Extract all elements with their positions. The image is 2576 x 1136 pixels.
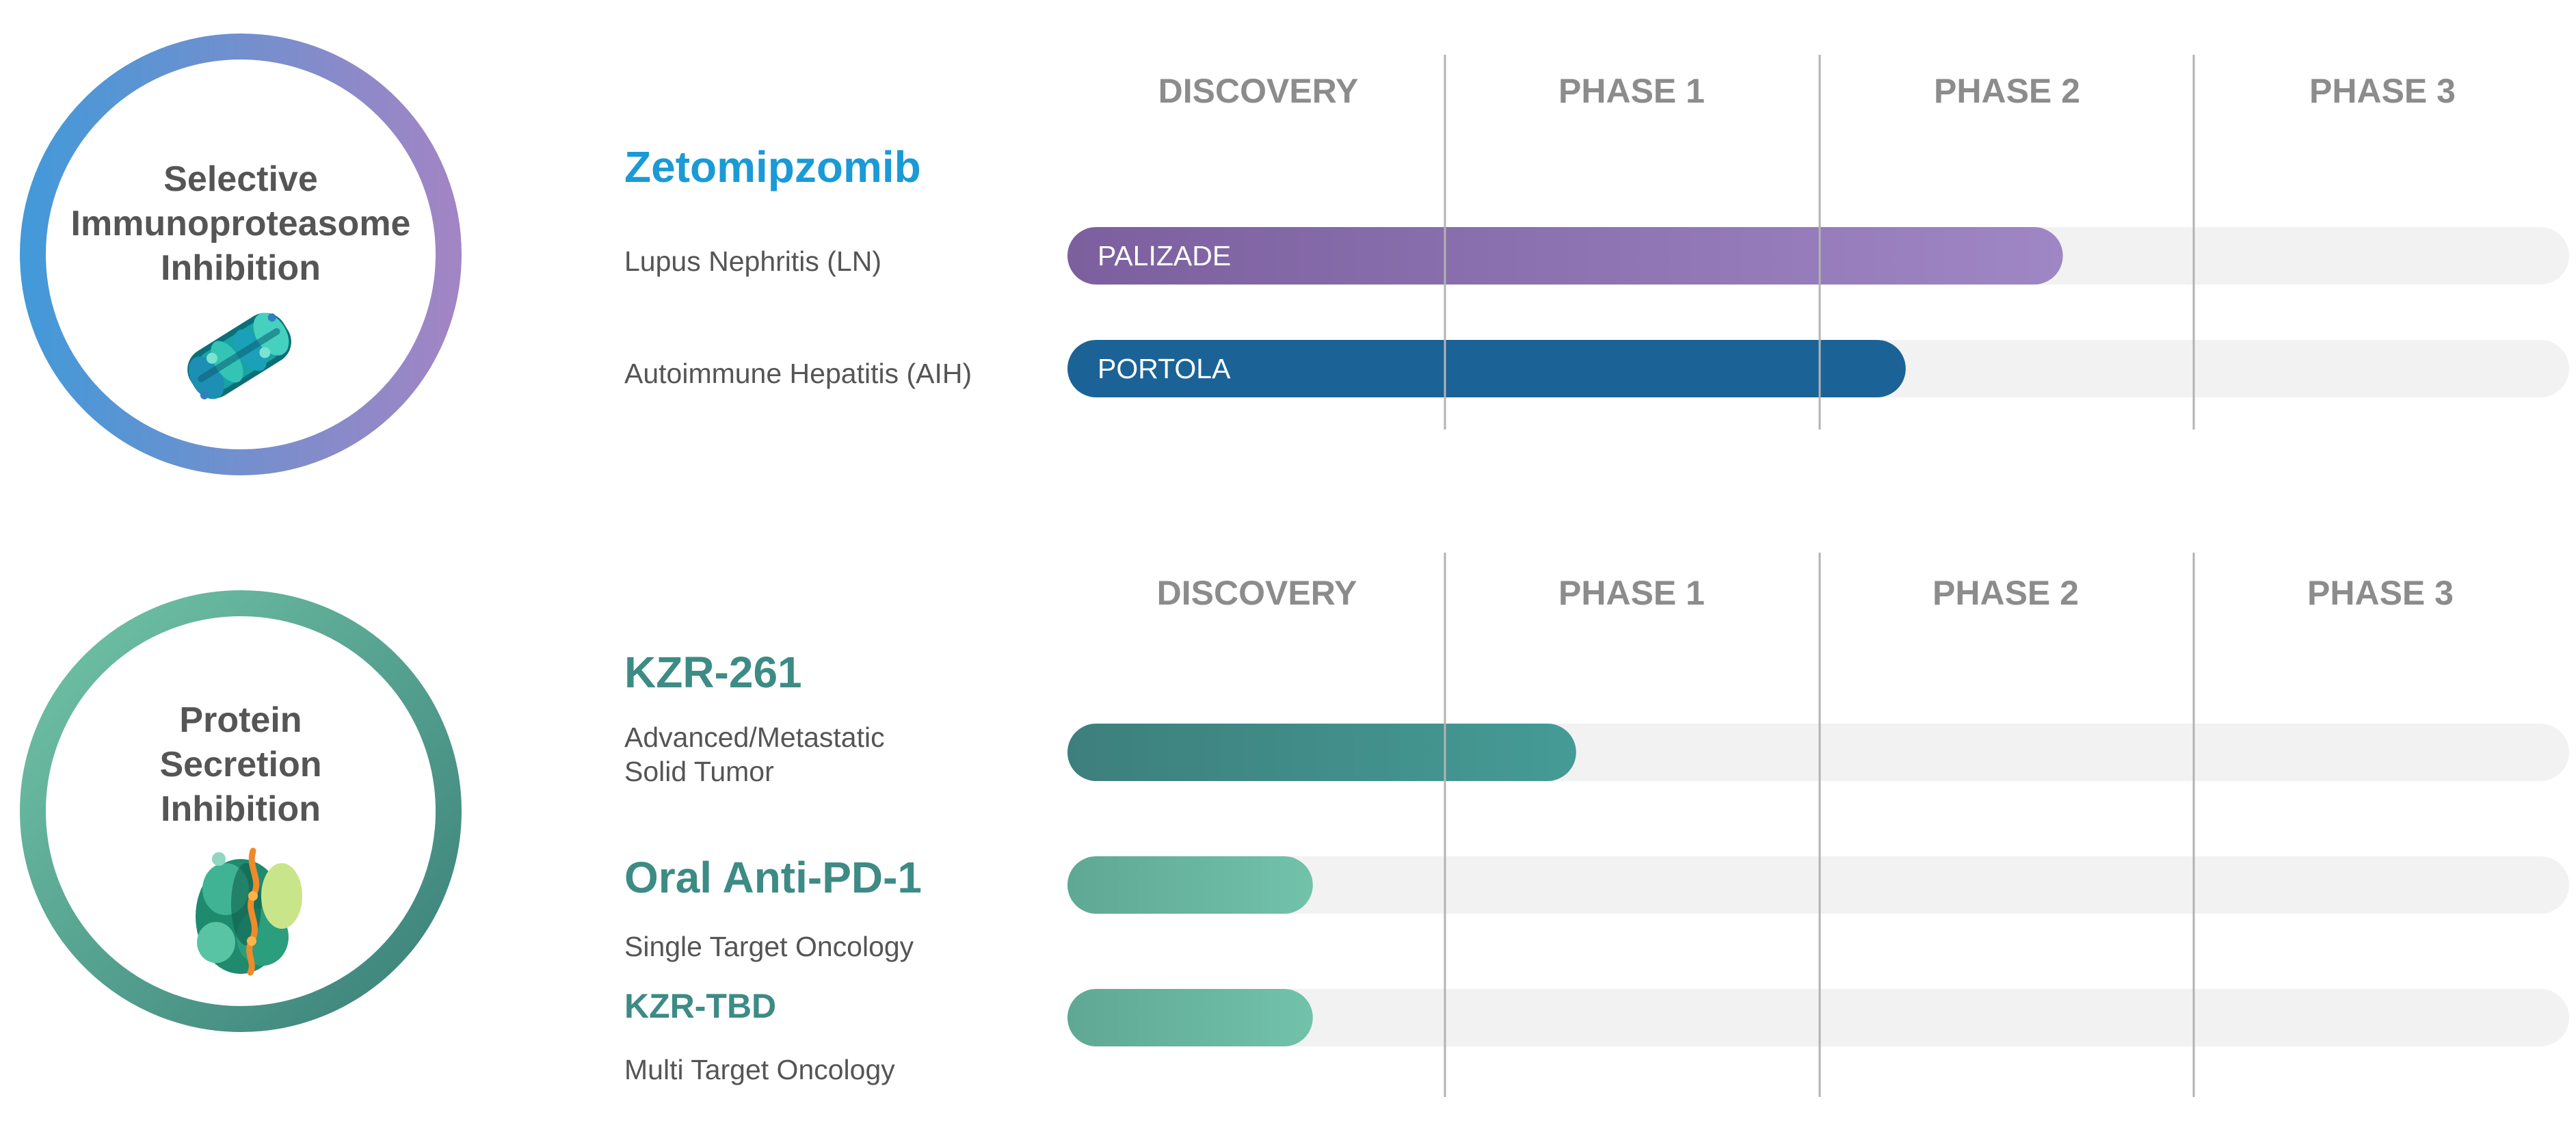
trial-label: PALIZADE <box>1098 240 1231 272</box>
progress-bar <box>1067 724 1576 781</box>
platform-ring <box>20 34 462 475</box>
progress-bar <box>1067 227 2063 285</box>
phase-header: PHASE 1 <box>1558 574 1705 612</box>
indication-label: Single Target Oncology <box>624 931 914 962</box>
platform-title-line: Inhibition <box>161 789 321 829</box>
indication-label: Advanced/Metastatic <box>624 722 885 753</box>
trial-label: PORTOLA <box>1098 353 1231 384</box>
program-name: KZR-TBD <box>624 987 776 1025</box>
platform-title-line: Immunoproteasome <box>71 204 411 243</box>
indication-label: Solid Tumor <box>624 756 774 787</box>
progress-bar <box>1067 856 1313 914</box>
program-name: Oral Anti-PD-1 <box>624 853 922 902</box>
phase-header: DISCOVERY <box>1157 574 1357 612</box>
program-name: KZR-261 <box>624 648 802 697</box>
protein-structure-icon <box>196 847 302 976</box>
proteasome-molecule-icon <box>187 313 291 399</box>
phase-header: PHASE 1 <box>1558 72 1705 110</box>
progress-bar <box>1067 989 1313 1046</box>
indication-label: Lupus Nephritis (LN) <box>624 246 881 277</box>
phase-header: PHASE 3 <box>2307 574 2454 612</box>
phase-header: DISCOVERY <box>1158 72 1359 110</box>
phase-header: PHASE 2 <box>1933 574 2079 612</box>
section-protein-secretion: Protein Secretion Inhibition DISCOVERY P… <box>20 553 2569 1097</box>
platform-title-line: Secretion <box>160 745 322 784</box>
indication-label: Multi Target Oncology <box>624 1054 895 1085</box>
platform-title-line: Protein <box>179 700 302 740</box>
indication-label: Autoimmune Hepatitis (AIH) <box>624 358 972 389</box>
phase-header: PHASE 2 <box>1934 72 2080 110</box>
platform-title-line: Inhibition <box>161 248 321 288</box>
program-name: Zetomipzomib <box>624 142 921 191</box>
platform-ring <box>20 590 462 1032</box>
phase-header: PHASE 3 <box>2309 72 2456 110</box>
platform-title-line: Selective <box>163 159 318 199</box>
section-immunoproteasome: Selective Immunoproteasome Inhibition DI… <box>20 34 2569 475</box>
progress-bar <box>1067 340 1906 397</box>
